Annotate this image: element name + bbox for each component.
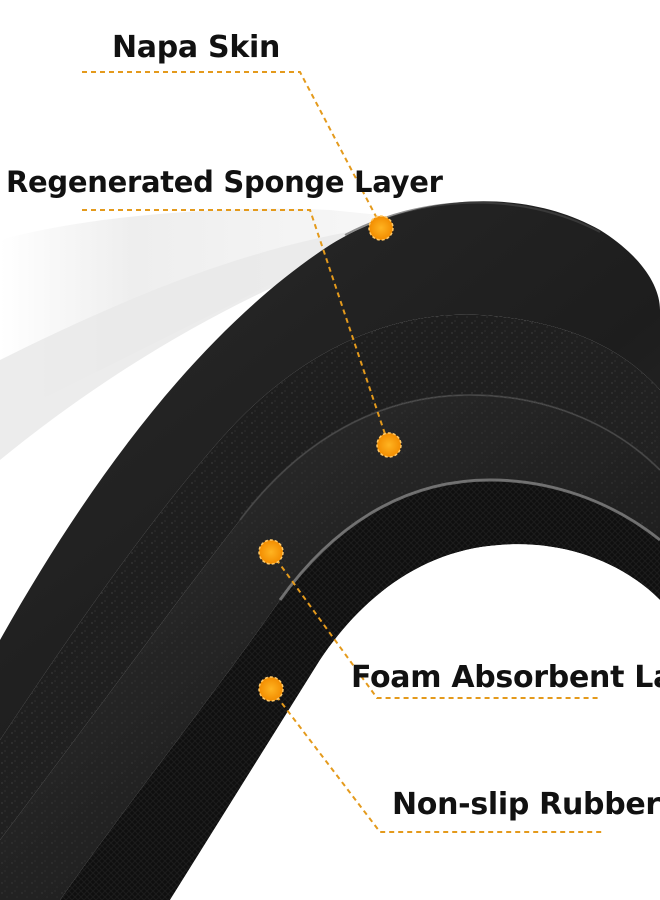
leader-non-slip-rubber: [270, 688, 602, 833]
marker-foam-absorbent: [258, 539, 284, 565]
layer-non-slip-rubber: [60, 480, 660, 900]
label-non-slip-rubber: Non-slip Rubber: [392, 787, 660, 822]
label-napa-skin: Napa Skin: [112, 30, 281, 65]
marker-non-slip-rubber: [258, 676, 284, 702]
marker-regenerated-sponge: [376, 432, 402, 458]
markers: [258, 215, 402, 702]
leader-foam-absorbent: [270, 551, 600, 699]
leader-lines: [82, 71, 602, 833]
label-regenerated-sponge-layer: Regenerated Sponge Layer: [6, 165, 443, 199]
leader-regenerated-sponge: [82, 209, 389, 444]
layer-napa-skin: [0, 201, 660, 740]
leader-napa-skin: [82, 71, 382, 227]
label-foam-absorbent-layer: Foam Absorbent Layer: [351, 660, 660, 695]
marker-napa-skin: [368, 215, 394, 241]
